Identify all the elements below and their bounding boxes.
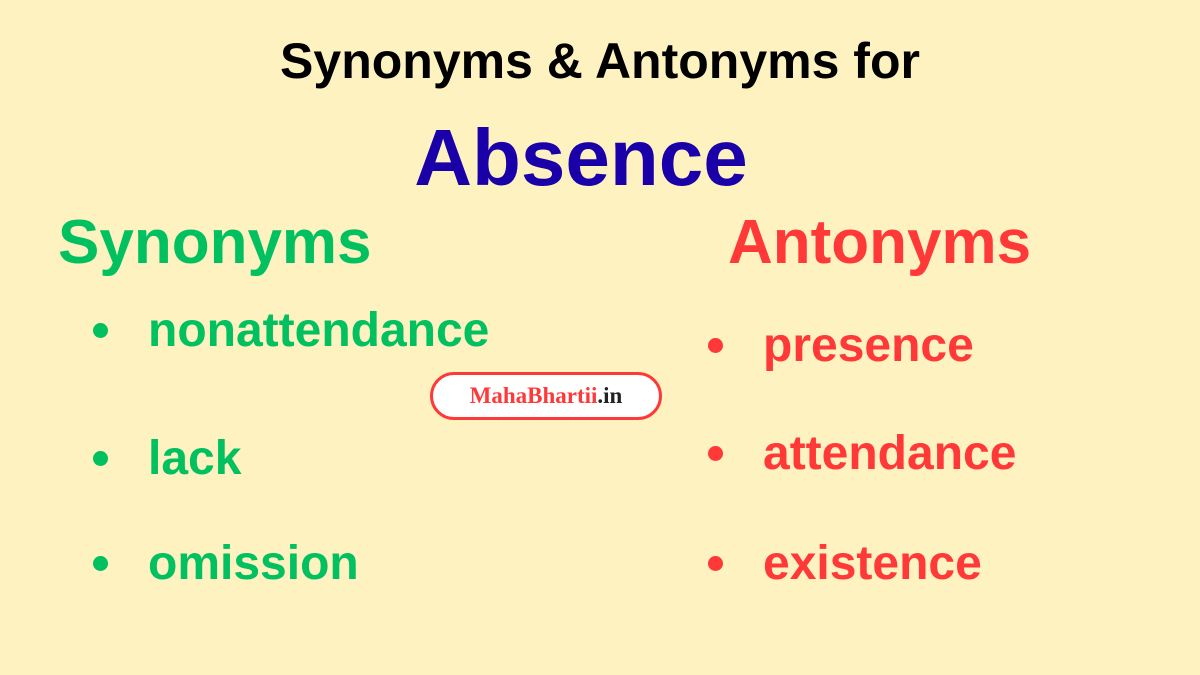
watermark-badge: MahaBhartii.in	[430, 372, 662, 420]
page-title: Synonyms & Antonyms for	[280, 33, 920, 89]
antonym-item: existence	[763, 537, 982, 590]
synonym-item: nonattendance	[148, 304, 490, 357]
bullet-icon	[93, 556, 108, 571]
bullet-icon	[708, 446, 723, 461]
bullet-icon	[708, 338, 723, 353]
watermark-tld: .in	[597, 383, 623, 408]
bullet-icon	[93, 323, 108, 338]
antonym-item: presence	[763, 319, 974, 372]
synonym-item: lack	[148, 432, 242, 485]
bullet-icon	[708, 556, 723, 571]
synonym-item: omission	[148, 537, 359, 590]
watermark-name: MahaBhartii	[469, 383, 598, 408]
antonyms-heading: Antonyms	[728, 208, 1032, 277]
bullet-icon	[93, 451, 108, 466]
synonyms-heading: Synonyms	[58, 208, 372, 277]
antonym-item: attendance	[763, 427, 1017, 480]
headword: Absence	[414, 113, 748, 202]
